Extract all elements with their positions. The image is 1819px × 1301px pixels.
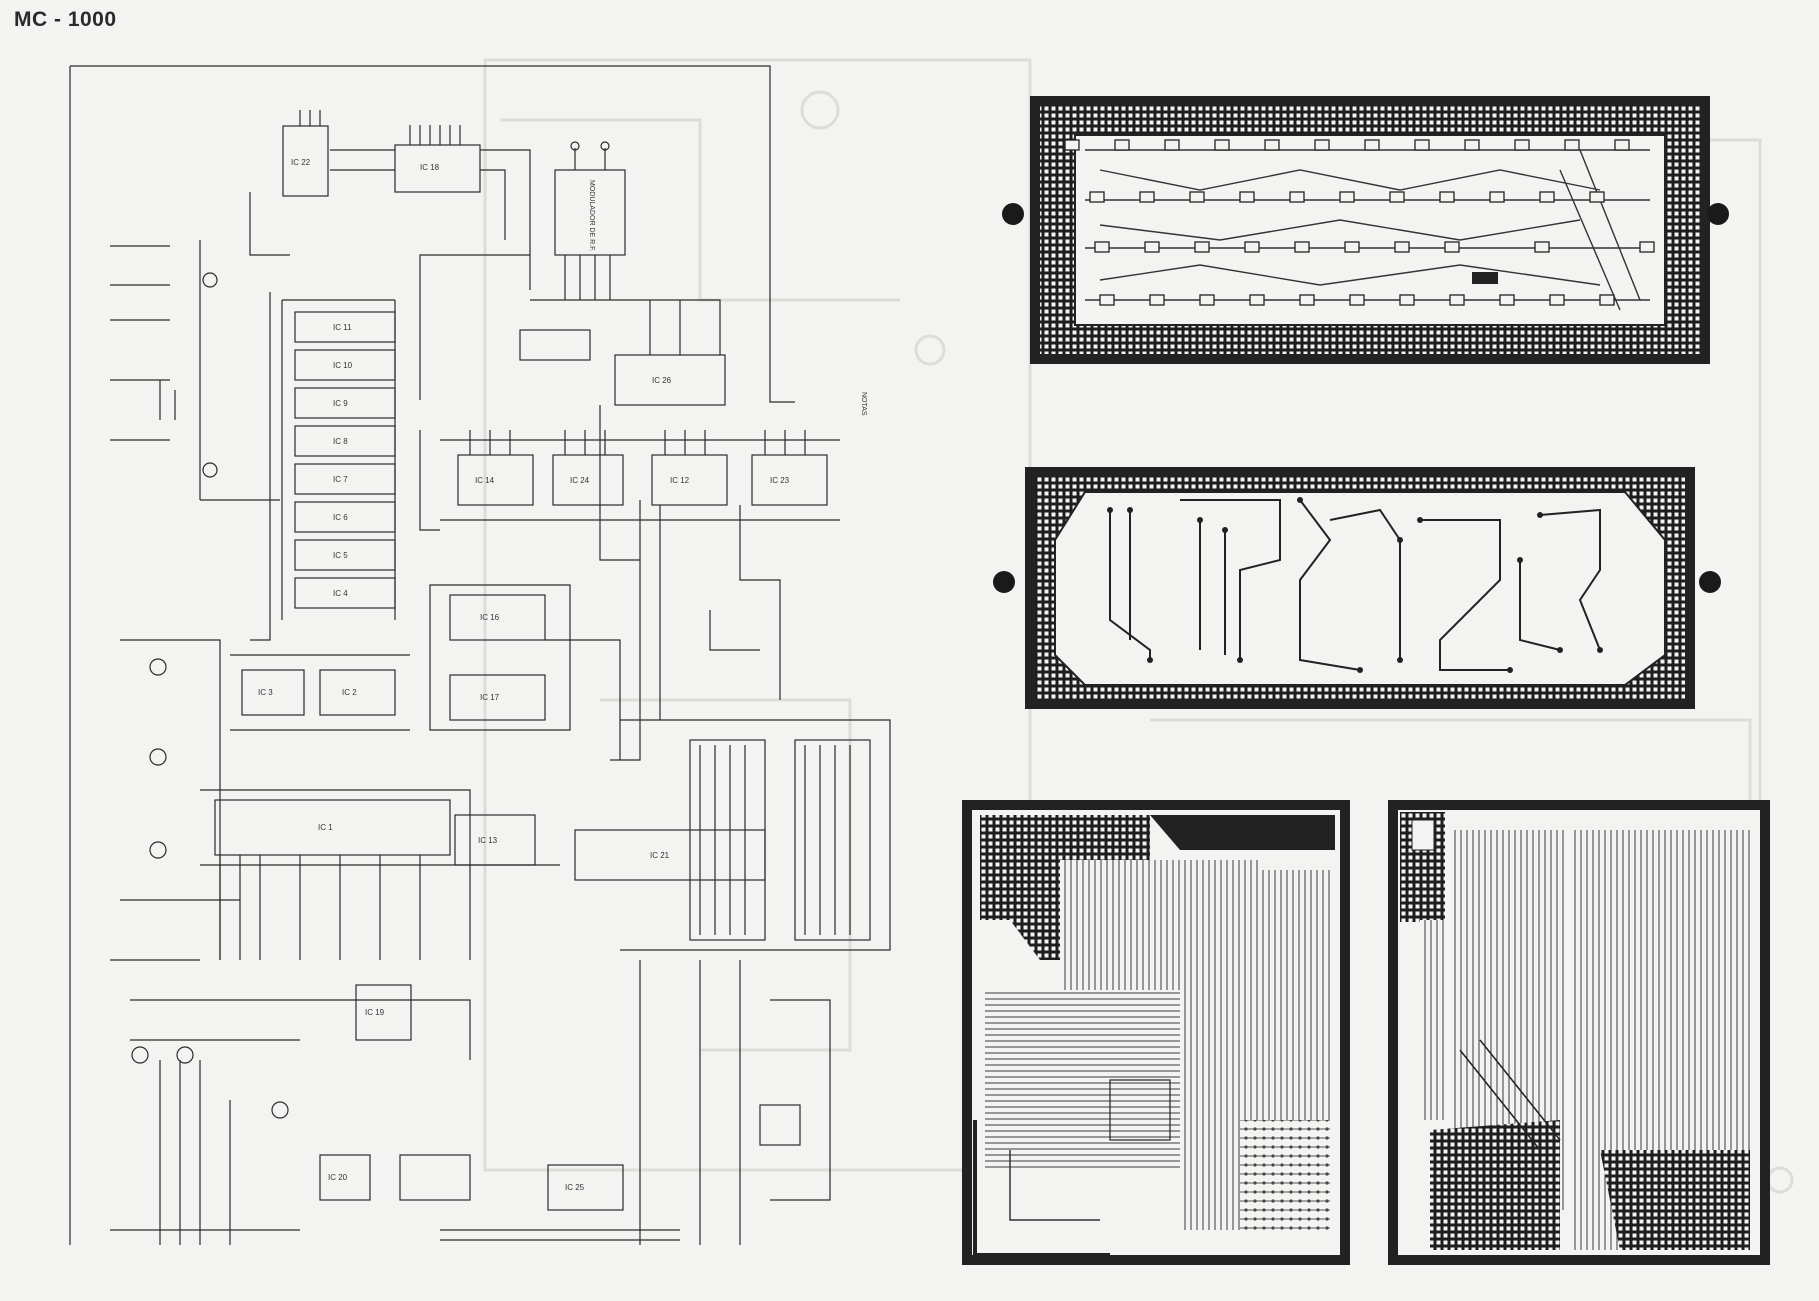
chip-label-ic10: IC 10 bbox=[333, 361, 353, 370]
chip-label-ic5: IC 5 bbox=[333, 551, 348, 560]
chip-label-ic22: IC 22 bbox=[291, 158, 311, 167]
chip-ic2 bbox=[319, 669, 396, 716]
chip-ic3 bbox=[241, 669, 305, 716]
chip-label-ic13: IC 13 bbox=[478, 836, 498, 845]
chip-ic24 bbox=[552, 454, 624, 506]
chip-ic18 bbox=[394, 144, 481, 193]
chip-label-ic19: IC 19 bbox=[365, 1008, 385, 1017]
connector-right bbox=[794, 739, 871, 941]
chip-label-ic7: IC 7 bbox=[333, 475, 348, 484]
chip-label-ic17: IC 17 bbox=[480, 693, 500, 702]
chip-label-ic25: IC 25 bbox=[565, 1183, 585, 1192]
circuit-schematic bbox=[69, 65, 891, 1245]
chip-label-ic23: IC 23 bbox=[770, 476, 790, 485]
notes-heading: NOTAS bbox=[860, 392, 867, 416]
chip-ic26 bbox=[614, 354, 726, 406]
chip-label-ic8: IC 8 bbox=[333, 437, 348, 446]
chip-label-ic11: IC 11 bbox=[333, 323, 352, 332]
pcb-keyboard-top bbox=[1002, 96, 1729, 364]
chip-label-ic14: IC 14 bbox=[475, 476, 495, 485]
chip-ic23 bbox=[751, 454, 828, 506]
chip-ic21 bbox=[574, 829, 766, 881]
chip-label-ic4: IC 4 bbox=[333, 589, 348, 598]
chip-ic20 bbox=[319, 1154, 371, 1201]
chip-label-ic2: IC 2 bbox=[342, 688, 357, 697]
mounting-hole bbox=[1707, 203, 1729, 225]
chip-label-ic20: IC 20 bbox=[328, 1173, 348, 1182]
rf-modulator-box bbox=[554, 169, 626, 256]
chip-label-ic9: IC 9 bbox=[333, 399, 348, 408]
chip-ic19 bbox=[355, 984, 412, 1041]
modulator-label: MODULADOR DE R.F. bbox=[588, 180, 595, 252]
mounting-hole bbox=[1002, 203, 1024, 225]
chip-label-ic6: IC 6 bbox=[333, 513, 348, 522]
connector-left bbox=[689, 739, 766, 941]
chip-ic16 bbox=[449, 594, 546, 641]
chip-ic25 bbox=[547, 1164, 624, 1211]
mounting-hole bbox=[993, 571, 1015, 593]
chip-label-ic26: IC 26 bbox=[652, 376, 672, 385]
chip-ic12 bbox=[651, 454, 728, 506]
chip-label-ic21: IC 21 bbox=[650, 851, 670, 860]
chip-ic17 bbox=[449, 674, 546, 721]
chip-label-ic3: IC 3 bbox=[258, 688, 273, 697]
mounting-hole bbox=[1699, 571, 1721, 593]
chip-ic1 bbox=[214, 799, 451, 856]
page-title: MC - 1000 bbox=[14, 8, 117, 31]
chip-label-ic24: IC 24 bbox=[570, 476, 590, 485]
chip-label-ic12: IC 12 bbox=[670, 476, 690, 485]
chip-labels: IC 22 IC 18 IC 11 IC 10 IC 9 IC 8 IC 7 I… bbox=[258, 158, 790, 1192]
chip-label-ic1: IC 1 bbox=[318, 823, 333, 832]
chip-ic22 bbox=[282, 125, 329, 197]
chip-label-ic16: IC 16 bbox=[480, 613, 500, 622]
chip-label-ic18: IC 18 bbox=[420, 163, 440, 172]
pcb-main-component-side bbox=[962, 800, 1350, 1265]
pcb-keyboard-bottom bbox=[993, 467, 1721, 709]
chip-ic14 bbox=[457, 454, 534, 506]
pcb-main-solder-side bbox=[1388, 800, 1770, 1265]
